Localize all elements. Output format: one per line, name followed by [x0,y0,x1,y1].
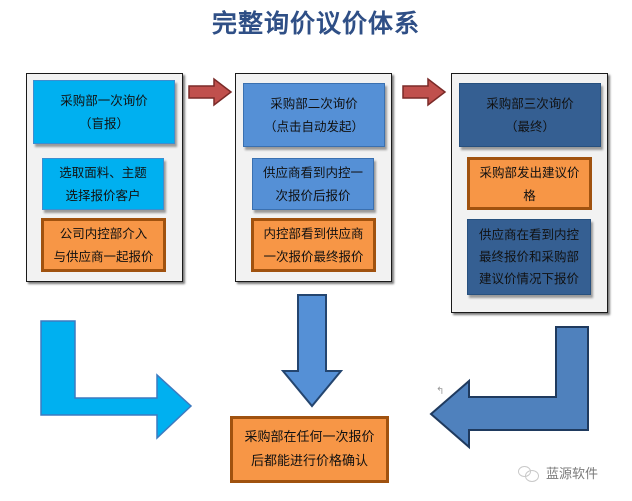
column-1-step-2: 公司内控部介入 与供应商一起报价 [41,218,166,272]
watermark: 蓝源软件 [518,463,598,482]
column-3-step-1: 采购部发出建议价 格 [467,157,592,210]
bent-arrow-left-icon [429,326,589,450]
watermark-text: 蓝源软件 [546,467,599,482]
undo-mark-icon: ↰ [436,386,445,397]
bent-arrow-right-icon [40,320,193,440]
arrow-down-icon [280,294,344,408]
column-2-step-2: 内控部看到供应商 一次报价最终报价 [251,218,376,272]
column-3-step-2: 供应商在看到内控 最终报价和采购部 建议价情况下报价 [467,219,591,295]
arrow-right-icon [188,77,233,107]
column-3-header: 采购部三次询价 （最终） [459,83,601,147]
column-1-step-1: 选取面料、主题 选择报价客户 [42,158,164,210]
wechat-icon [518,465,540,482]
diagram-title: 完整询价议价体系 [211,9,420,38]
column-1-header: 采购部一次询价 （盲报） [33,80,175,144]
column-2-step-1: 供应商看到内控一 次报价后报价 [252,158,374,210]
final-confirmation-box: 采购部在任何一次报价 后都能进行价格确认 [230,416,389,483]
arrow-right-icon [402,77,447,107]
column-2-header: 采购部二次询价 （点击自动发起） [243,83,385,147]
